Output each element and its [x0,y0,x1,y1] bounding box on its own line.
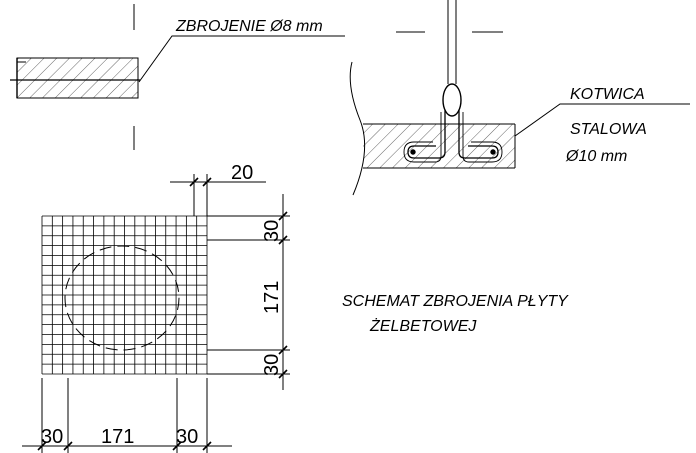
reinforcement-mesh [41,215,208,375]
dim-right-middle: 171 [261,281,283,314]
anchor-label-1: KOTWICA [570,86,645,103]
dimension-lines-right [207,194,290,390]
slab-section-detail [10,4,345,150]
dim-bottom-right: 30 [176,426,198,448]
dim-right-bottom: 30 [261,354,283,376]
rebar-leader-line [138,35,345,83]
anchor-detail [349,0,690,196]
slab-section-hatch [16,57,139,99]
dimension-lines-bottom [22,378,232,453]
dim-bottom-middle: 171 [101,426,134,448]
chain-link [442,83,462,117]
dashed-circle-outline [64,245,180,351]
rebar-label: ZBROJENIE Ø8 mm [175,18,323,35]
anchor-bar-right [458,110,499,159]
dim-bottom-left: 30 [41,426,63,448]
anchor-label-3: Ø10 mm [565,148,627,165]
anchor-bar-left [407,110,446,159]
dim-edge-offset-top: 20 [231,162,253,184]
dimension-lines-top [170,174,266,216]
anchor-label-2: STALOWA [570,121,647,138]
drawing-title-line-1: SCHEMAT ZBROJENIA PŁYTY [342,293,569,310]
drawing-title-line-2: ŻELBETOWEJ [369,316,477,335]
dim-right-top: 30 [261,220,283,242]
break-line-left [349,61,366,196]
anchor-slab-hatch [363,124,515,168]
anchor-leader-line [514,103,690,137]
